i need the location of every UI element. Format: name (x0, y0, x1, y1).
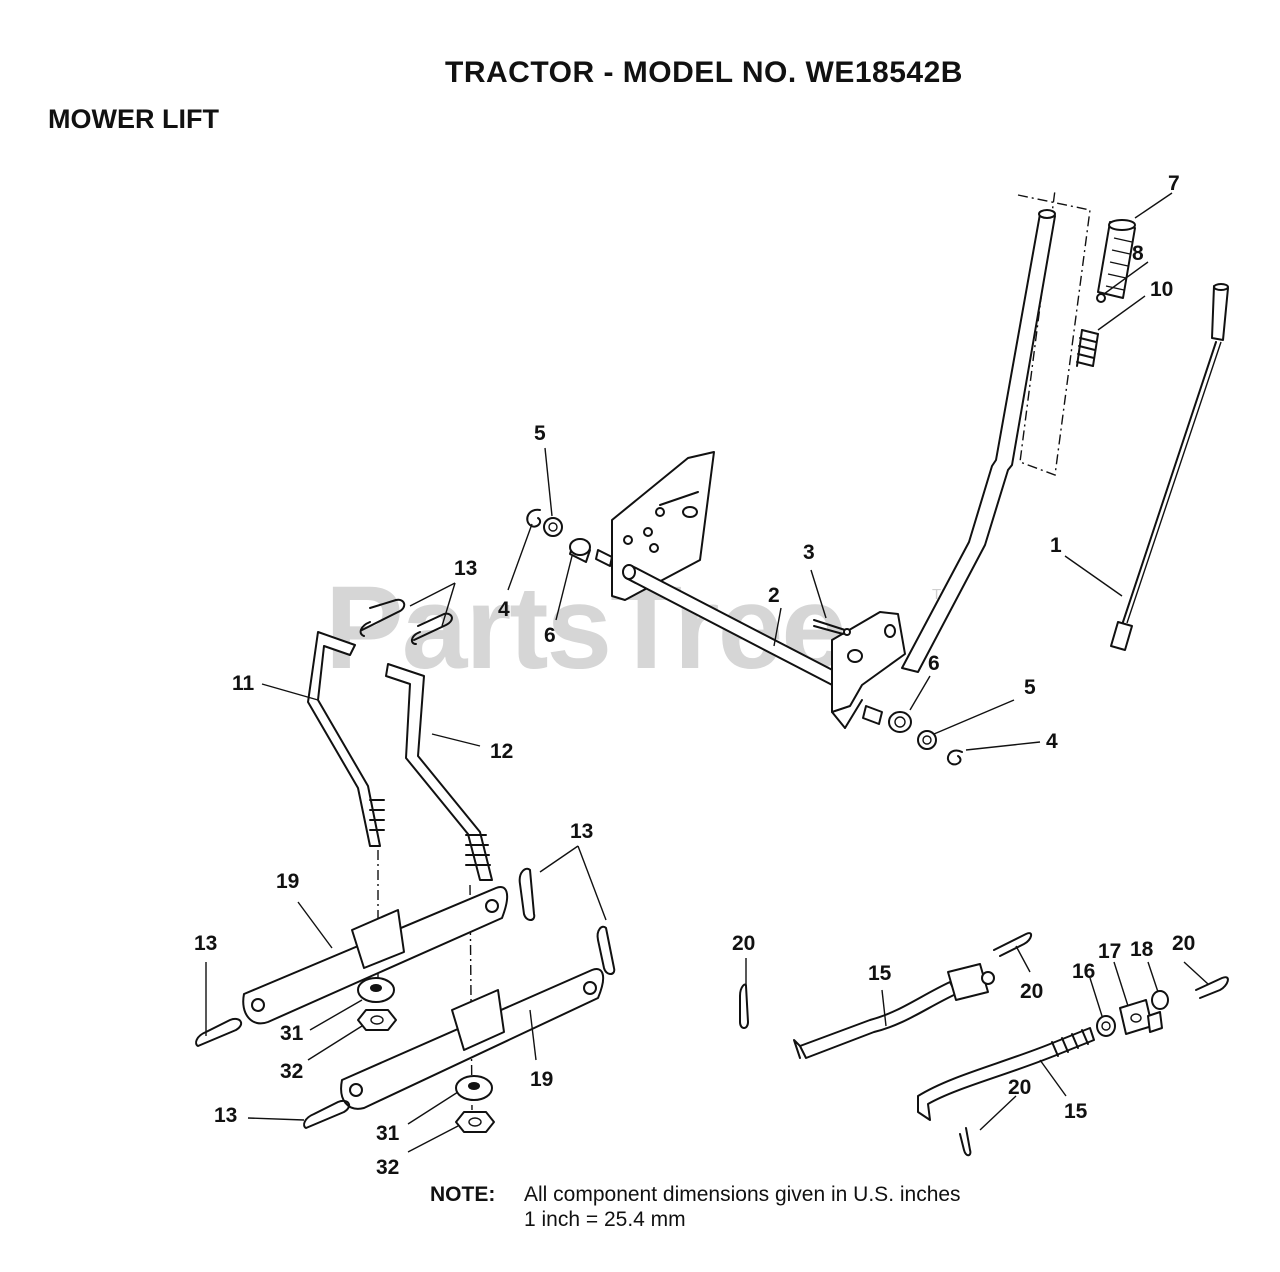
washer-right (917, 730, 937, 750)
hairpin-clip-left-2 (303, 1100, 351, 1129)
ferrule-upper (947, 963, 995, 1001)
callout-20-left: 20 (732, 932, 755, 955)
handle-spring (1076, 329, 1099, 367)
callout-6-left: 6 (544, 624, 556, 647)
callout-5-left: 5 (534, 422, 546, 445)
note-line-2: 1 inch = 25.4 mm (524, 1208, 686, 1231)
note-label: NOTE: (430, 1183, 496, 1206)
callout-19-lower: 19 (530, 1068, 553, 1091)
dimension-note: NOTE: All component dimensions given in U… (430, 1182, 961, 1232)
hairpin-clip-20b (993, 932, 1032, 957)
lift-arm-upper (242, 886, 509, 1025)
callout-20-middle: 20 (1020, 980, 1043, 1003)
lift-shaft (595, 549, 845, 689)
cotter-pin (813, 619, 851, 636)
shaft-bracket (831, 611, 906, 729)
lift-rod-lower (917, 1027, 1095, 1121)
spacer-upper (357, 977, 395, 1003)
hairpin-clip-20c (1195, 976, 1229, 999)
callout-4-left: 4 (498, 598, 510, 621)
lift-rod-upper (793, 981, 957, 1059)
callout-13-left-lower: 13 (214, 1104, 237, 1127)
callout-2: 2 (768, 584, 780, 607)
hairpin-clip-top-1 (359, 598, 406, 637)
section-title: MOWER LIFT (48, 104, 219, 134)
washer-left (543, 517, 563, 537)
hairpin-clip-mid-1 (518, 867, 536, 921)
callout-20-right: 20 (1172, 932, 1195, 955)
hairpin-clip-20d (959, 1127, 972, 1157)
handle-button (1096, 293, 1106, 303)
callout-32-upper: 32 (280, 1060, 303, 1083)
callout-7: 7 (1168, 172, 1180, 195)
bolt-18 (1147, 990, 1169, 1033)
hairpin-clip-20a (739, 983, 749, 1029)
nut-lower (455, 1111, 495, 1133)
handle-reference-outline (1017, 189, 1091, 476)
callout-19-upper: 19 (276, 870, 299, 893)
washer-16 (1096, 1015, 1116, 1037)
bushing-left (569, 538, 591, 563)
nut-upper (357, 1009, 397, 1031)
callout-18: 18 (1130, 938, 1154, 961)
alignment-line-right (469, 884, 473, 1111)
callout-16: 16 (1072, 960, 1095, 983)
lift-rod (1110, 283, 1229, 651)
callout-11: 11 (232, 672, 255, 695)
page-title: TRACTOR - MODEL NO. WE18542B (445, 56, 963, 89)
callout-5-right: 5 (1024, 676, 1036, 699)
e-ring-right (947, 749, 963, 766)
callout-31-upper: 31 (280, 1022, 304, 1045)
callout-13-top: 13 (454, 557, 477, 580)
mounting-plate (611, 451, 715, 601)
callout-1: 1 (1050, 534, 1062, 557)
lift-arm-lower (340, 968, 605, 1110)
callout-6-right: 6 (928, 652, 940, 675)
hairpin-clip-top-2 (410, 612, 453, 645)
lift-handle (901, 209, 1056, 673)
callout-10: 10 (1150, 278, 1173, 301)
handle-grip (1097, 219, 1136, 299)
hairpin-clip-left-1 (195, 1018, 243, 1047)
callout-15-upper: 15 (868, 962, 892, 985)
hairpin-clip-mid-2 (596, 925, 616, 975)
callout-32-lower: 32 (376, 1156, 399, 1179)
spacer-lower (455, 1075, 493, 1101)
e-ring-left (526, 508, 542, 528)
callout-20-lower: 20 (1008, 1076, 1031, 1099)
callout-12: 12 (490, 740, 513, 763)
callout-13-middle: 13 (570, 820, 593, 843)
callout-4-right: 4 (1046, 730, 1058, 753)
lift-link-left (307, 631, 385, 847)
leader-lines (205, 192, 1209, 1153)
lift-link-right (385, 663, 493, 881)
bushing-right (862, 705, 912, 733)
callout-15-lower: 15 (1064, 1100, 1088, 1123)
callout-8: 8 (1132, 242, 1144, 265)
callout-17: 17 (1098, 940, 1121, 963)
callout-3: 3 (803, 541, 815, 564)
callout-13-left-upper: 13 (194, 932, 217, 955)
callout-31-lower: 31 (376, 1122, 400, 1145)
note-line-1: All component dimensions given in U.S. i… (524, 1183, 961, 1206)
